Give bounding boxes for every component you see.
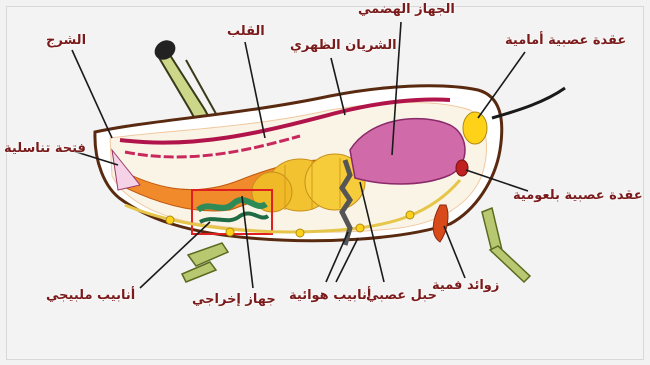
label-tracheae: أنابيب هوائية xyxy=(289,288,371,303)
label-mouthparts: زوائد فمية xyxy=(432,278,499,293)
label-excretory-system: جهاز إخراجي xyxy=(192,292,276,307)
label-anus: الشرج xyxy=(46,33,86,48)
antenna xyxy=(492,88,565,118)
label-anterior-ganglion: عقدة عصبية أمامية xyxy=(505,33,626,48)
label-malpighian-tubules: أنابيب ملبيجي xyxy=(46,288,135,303)
anterior-ganglion xyxy=(463,112,487,144)
label-nerve-cord: حبل عصبي xyxy=(366,288,437,303)
label-heart: القلب xyxy=(227,24,265,39)
pharyngeal-ganglion xyxy=(456,160,468,176)
label-pharyngeal-ganglion: عقدة عصبية بلعومية xyxy=(513,188,643,203)
label-dorsal-artery: الشريان الظهري xyxy=(290,38,397,53)
label-genital-opening: فتحة تناسلية xyxy=(4,141,86,156)
label-digestive-system: الجهاز الهضمي xyxy=(358,2,455,17)
